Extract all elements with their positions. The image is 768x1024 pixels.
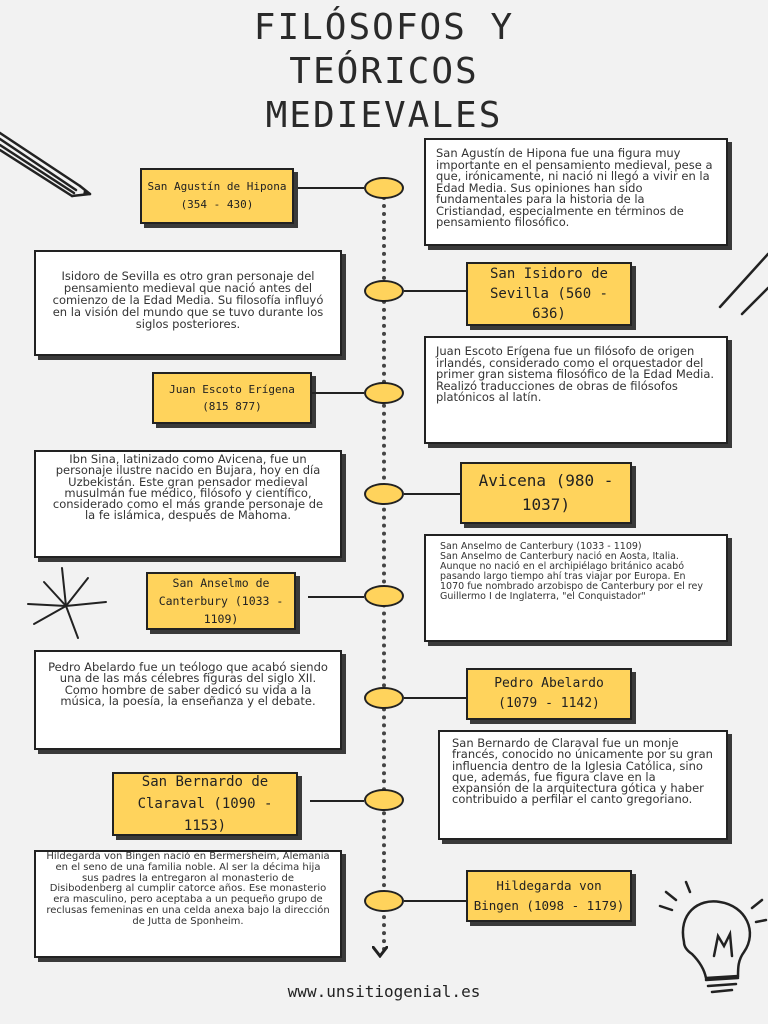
label-san-bernardo: San Bernardo de Claraval (1090 - 1153): [112, 772, 298, 836]
label-juan-escoto: Juan Escoto Erígena (815 877): [152, 372, 312, 424]
desc-hildegarda: Hildegarda von Bingen nació en Bermershe…: [34, 850, 342, 958]
connector-7: [310, 800, 364, 802]
desc-juan-escoto: Juan Escoto Erígena fue un filósofo de o…: [424, 336, 728, 444]
connector-1: [296, 187, 364, 189]
title-line-3: MEDIEVALES: [265, 95, 503, 136]
connector-5: [308, 596, 364, 598]
slash-lines-icon: [718, 252, 768, 316]
desc-san-agustin: San Agustín de Hipona fue una figura muy…: [424, 138, 728, 246]
timeline-dot-8: [364, 890, 404, 912]
lightbulb-icon: [658, 880, 768, 994]
timeline-dot-1: [364, 177, 404, 199]
label-hildegarda: Hildegarda von Bingen (1098 - 1179): [466, 870, 632, 922]
starburst-icon: [27, 567, 107, 639]
arrow-down-icon: [372, 946, 388, 958]
page-title: FILÓSOFOS Y TEÓRICOS MEDIEVALES: [0, 6, 768, 138]
timeline-spine: [382, 196, 386, 952]
title-line-1: FILÓSOFOS Y: [253, 7, 515, 48]
timeline-dot-7: [364, 789, 404, 811]
label-san-agustin: San Agustín de Hipona (354 - 430): [140, 168, 294, 224]
timeline-dot-2: [364, 280, 404, 302]
timeline-dot-3: [364, 382, 404, 404]
connector-6: [404, 697, 466, 699]
timeline-dot-4: [364, 483, 404, 505]
desc-san-bernardo: San Bernardo de Claraval fue un monje fr…: [438, 730, 728, 840]
footer-website: www.unsitiogenial.es: [287, 982, 481, 1001]
label-pedro-abelardo: Pedro Abelardo (1079 - 1142): [466, 668, 632, 720]
timeline-dot-5: [364, 585, 404, 607]
label-san-anselmo: San Anselmo de Canterbury (1033 - 1109): [146, 572, 296, 630]
connector-3: [310, 392, 364, 394]
desc-avicena: Ibn Sina, latinizado como Avicena, fue u…: [34, 450, 342, 558]
desc-san-anselmo: San Anselmo de Canterbury (1033 - 1109) …: [424, 534, 728, 642]
connector-4: [404, 493, 460, 495]
desc-san-isidoro: Isidoro de Sevilla es otro gran personaj…: [34, 250, 342, 356]
pencil-icon: [0, 131, 92, 198]
connector-2: [404, 290, 466, 292]
label-san-isidoro: San Isidoro de Sevilla (560 - 636): [466, 262, 632, 326]
desc-pedro-abelardo: Pedro Abelardo fue un teólogo que acabó …: [34, 650, 342, 750]
title-line-2: TEÓRICOS: [289, 51, 479, 92]
label-avicena: Avicena (980 - 1037): [460, 462, 632, 524]
timeline-dot-6: [364, 687, 404, 709]
connector-8: [404, 900, 466, 902]
